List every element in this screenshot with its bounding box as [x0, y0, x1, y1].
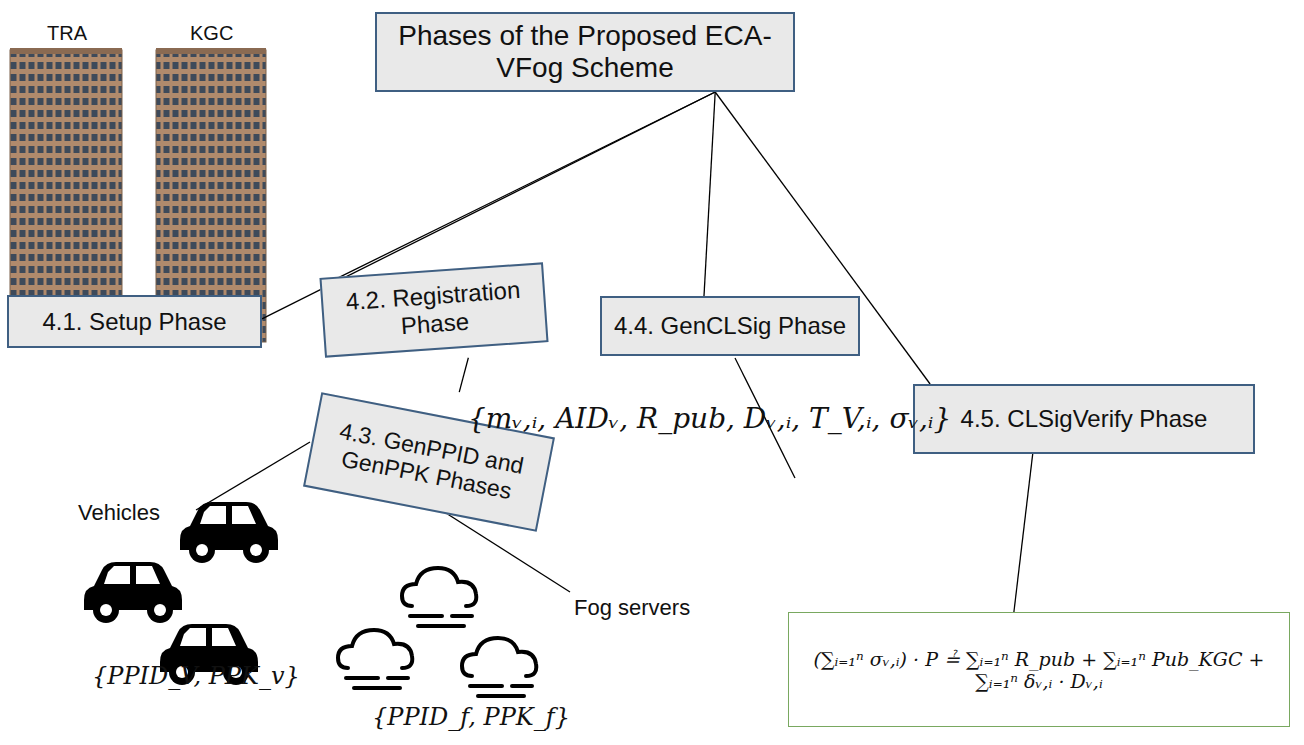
connector	[704, 92, 715, 296]
node-text: (∑ᵢ₌₁ⁿ σᵥ,ᵢ) · P ≟ ∑ᵢ₌₁ⁿ R_pub + ∑ᵢ₌₁ⁿ P…	[799, 648, 1279, 692]
node-text: Phases of the Proposed ECA-VFog Scheme	[387, 20, 783, 84]
equation-box: (∑ᵢ₌₁ⁿ σᵥ,ᵢ) · P ≟ ∑ᵢ₌₁ⁿ R_pub + ∑ᵢ₌₁ⁿ P…	[788, 612, 1290, 727]
group-label: Fog servers	[574, 595, 690, 621]
node-text: 4.2. Registration Phase	[332, 275, 535, 345]
title-box: Phases of the Proposed ECA-VFog Scheme	[375, 12, 795, 92]
phase-box: 4.1. Setup Phase	[7, 295, 262, 348]
key-set: {PPID_f, PPK_f}	[372, 703, 570, 731]
node-text: 4.1. Setup Phase	[42, 308, 226, 336]
connector	[459, 358, 468, 392]
phase-box: 4.4. GenCLSig Phase	[600, 296, 860, 356]
phase-box: 4.2. Registration Phase	[319, 262, 548, 357]
building-label: KGC	[190, 22, 233, 45]
group-label: Vehicles	[78, 500, 160, 526]
key-set: {PPID_V, PPK_v}	[92, 662, 300, 690]
fog-server-icons	[338, 568, 536, 696]
building-label: TRA	[47, 22, 87, 45]
connector	[331, 92, 715, 281]
node-text: 4.5. CLSigVerify Phase	[961, 405, 1208, 433]
leader-lines	[196, 358, 795, 592]
signature-tuple: {mᵥ,ᵢ, AIDᵥ, R_pub, Dᵥ,ᵢ, T_V,ᵢ, σᵥ,ᵢ}	[468, 402, 951, 435]
phase-box: 4.5. CLSigVerify Phase	[913, 384, 1255, 454]
connector	[1014, 454, 1033, 612]
node-text: 4.4. GenCLSig Phase	[614, 312, 846, 340]
vehicle-icons	[84, 502, 278, 685]
